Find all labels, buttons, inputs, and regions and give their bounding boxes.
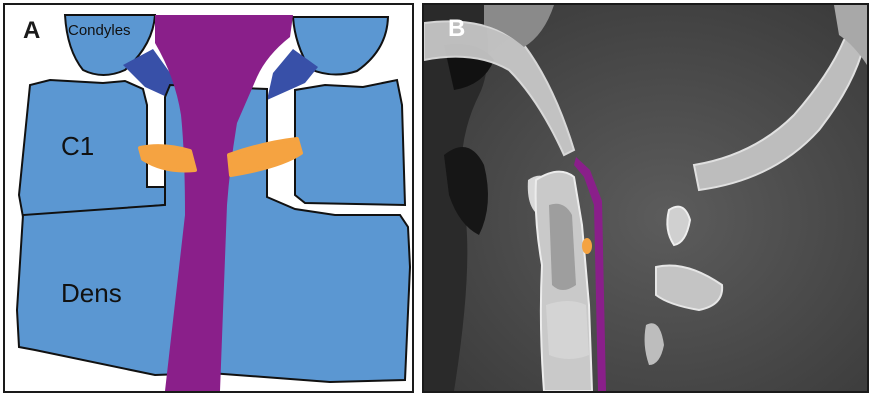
c1-right-mass	[295, 80, 405, 205]
transverse-ligament-left	[140, 146, 195, 170]
panel-a-schematic: A Condyles C1 Dens	[3, 3, 414, 393]
schematic-drawing	[5, 5, 412, 391]
dens-label: Dens	[61, 278, 122, 309]
panel-b-ct-image: B	[422, 3, 869, 393]
c3-body	[546, 301, 589, 359]
transverse-ligament-dot	[582, 238, 592, 254]
condyles-label: Condyles	[68, 22, 131, 39]
panel-b-letter: B	[448, 15, 465, 43]
c1-label: C1	[61, 131, 94, 162]
ct-scan-drawing	[424, 5, 867, 391]
panel-a-letter: A	[23, 17, 40, 45]
c2-inner	[549, 204, 576, 290]
